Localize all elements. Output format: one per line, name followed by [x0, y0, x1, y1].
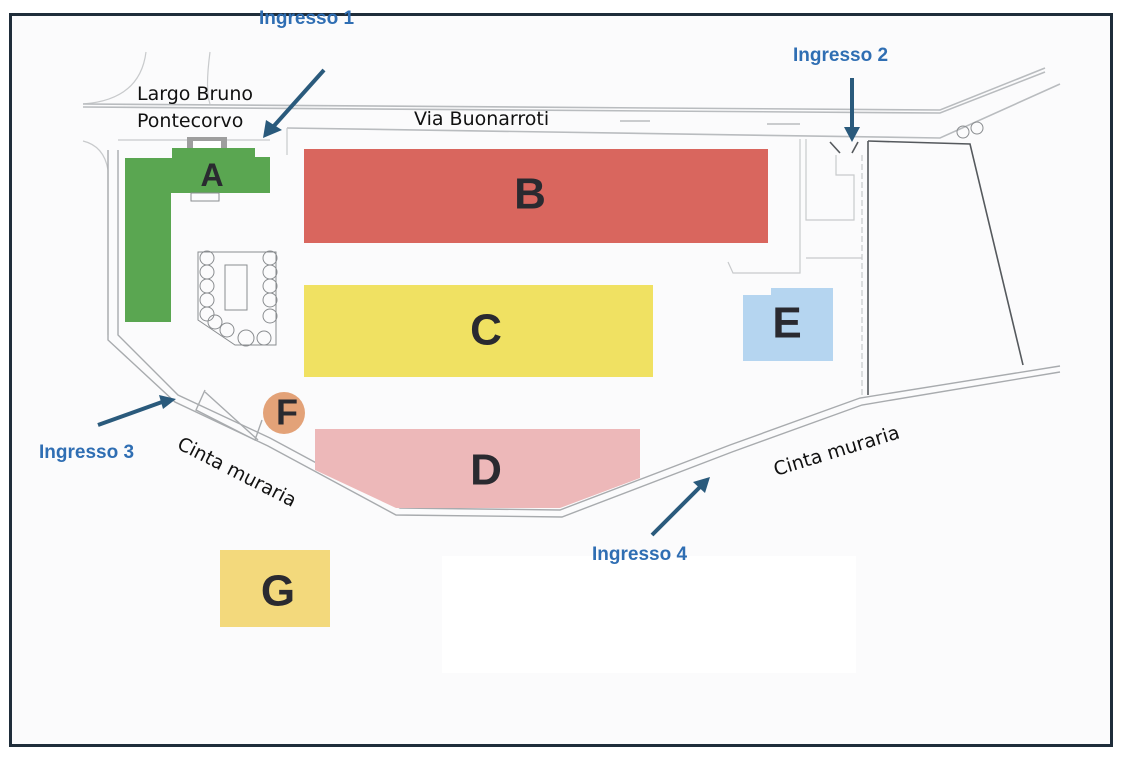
entrance-2-label: Ingresso 2	[793, 45, 888, 66]
entrance-1-label: Ingresso 1	[259, 8, 354, 29]
entrance-4-arrow-icon	[650, 485, 702, 537]
entrance-4[interactable]: Ingresso 4	[592, 477, 710, 565]
building-c[interactable]: C	[304, 285, 653, 377]
building-c-label: C	[470, 306, 502, 355]
building-d-label: D	[470, 446, 502, 495]
street-label: Via Buonarroti	[414, 108, 549, 130]
building-c-shape	[304, 285, 653, 377]
building-b-shape	[304, 149, 768, 243]
building-d[interactable]: D	[315, 429, 640, 508]
building-g-label: G	[261, 567, 295, 616]
building-g[interactable]: G	[220, 550, 330, 627]
building-b-label: B	[514, 170, 546, 219]
building-g-shape	[220, 550, 330, 627]
building-a-step	[190, 192, 220, 202]
square-label-line2: Pontecorvo	[137, 110, 243, 132]
road-lines	[82, 51, 1061, 335]
right-plot-outline	[867, 140, 1024, 366]
entrance-1[interactable]: Ingresso 1	[259, 8, 354, 138]
square-label-line1: Largo Bruno	[137, 83, 253, 105]
entrance-4-label: Ingresso 4	[592, 544, 687, 565]
entrance-3-label: Ingresso 3	[39, 442, 134, 463]
entrance-3-arrow-icon	[97, 400, 163, 427]
blank-area	[442, 556, 856, 673]
garden	[197, 250, 278, 347]
building-a[interactable]: A	[125, 137, 270, 322]
entrance-1-arrowhead-icon	[263, 120, 282, 138]
entrance-3[interactable]: Ingresso 3	[39, 395, 176, 463]
building-f-shape	[263, 392, 305, 434]
entrance-2[interactable]: Ingresso 2	[793, 45, 888, 142]
entrance-1-arrow-icon	[271, 68, 326, 129]
gate-2-posts	[829, 141, 859, 154]
building-f[interactable]: F	[263, 392, 305, 435]
entrance-2-arrowhead-icon	[844, 127, 860, 142]
building-a-annex-inner	[193, 141, 221, 149]
entrance-4-arrowhead-icon	[693, 477, 710, 493]
building-e-shape	[743, 288, 833, 361]
building-a-shape	[125, 148, 270, 322]
building-a-label: A	[200, 157, 223, 193]
entrance-3-arrowhead-icon	[159, 395, 176, 409]
building-d-shape	[315, 429, 640, 508]
building-e[interactable]: E	[743, 288, 833, 361]
building-f-label: F	[276, 392, 298, 433]
building-e-label: E	[772, 299, 801, 348]
building-b[interactable]: B	[304, 149, 768, 243]
